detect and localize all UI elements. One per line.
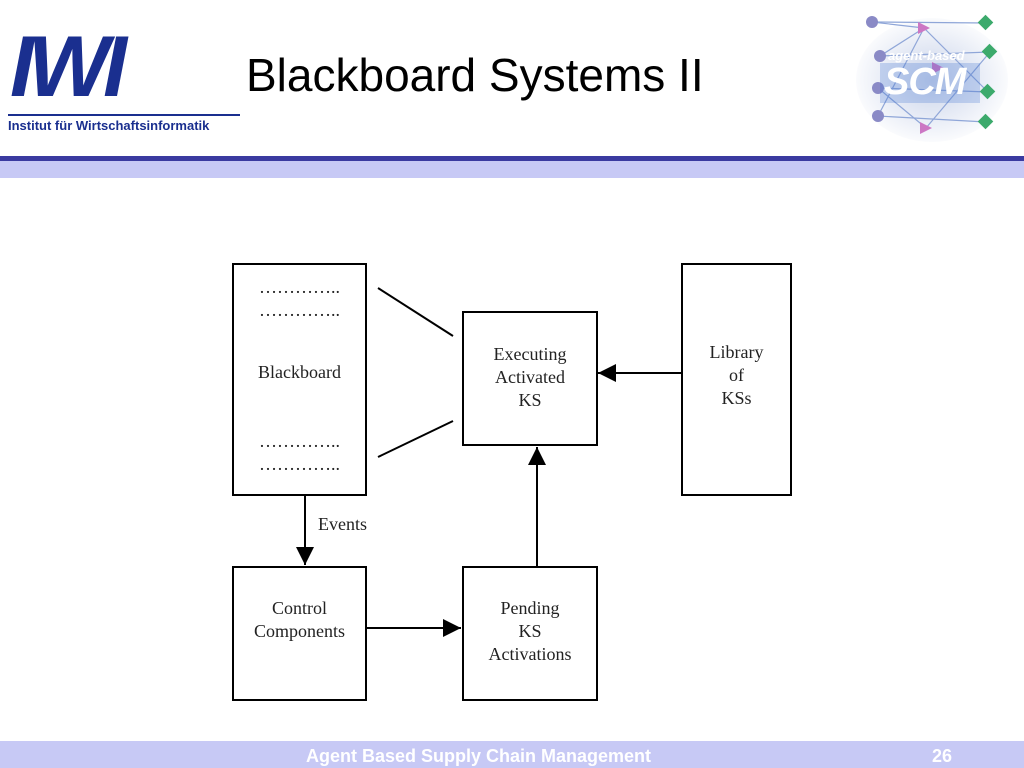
logo-underline — [8, 114, 240, 116]
events-label: Events — [318, 514, 367, 534]
pending-label-1: Pending — [500, 598, 560, 618]
library-label-2: of — [729, 365, 744, 385]
connector-line-top — [377, 287, 454, 337]
blackboard-box — [232, 263, 367, 496]
header-band — [0, 161, 1024, 178]
iwi-logo: IWI Institut für Wirtschaftsinformatik — [8, 24, 244, 136]
pending-box — [462, 566, 598, 701]
executing-label-2: Activated — [495, 367, 565, 387]
blackboard-dots-3: ………….. — [259, 431, 340, 451]
scm-logo-tag: agent-based — [888, 48, 965, 63]
footer-bar: Agent Based Supply Chain Management 26 — [0, 741, 1024, 768]
library-label-3: KSs — [721, 388, 752, 408]
library-label-1: Library — [709, 342, 764, 362]
footer-title: Agent Based Supply Chain Management — [306, 746, 652, 766]
executing-box — [462, 311, 598, 446]
scm-logo-text: SCM — [884, 61, 966, 103]
connector-line-bottom — [377, 420, 454, 458]
scm-logo-graphic — [856, 14, 1008, 142]
library-box — [681, 263, 792, 496]
institute-name: Institut für Wirtschaftsinformatik — [8, 118, 210, 133]
header-rule — [0, 156, 1024, 161]
control-label-1: Control — [271, 598, 327, 618]
blackboard-dots-2: ………….. — [259, 300, 340, 320]
executing-label-1: Executing — [493, 344, 567, 364]
pending-label-2: KS — [518, 621, 542, 641]
blackboard-label: Blackboard — [258, 362, 341, 382]
iwi-logo-text: IWI — [10, 19, 127, 115]
slide-title: Blackboard Systems II — [246, 49, 704, 101]
page-number: 26 — [932, 746, 953, 766]
executing-label-3: KS — [518, 390, 542, 410]
blackboard-dots-4: ………….. — [259, 454, 340, 474]
pending-label-3: Activations — [488, 644, 572, 664]
control-label-2: Components — [253, 621, 345, 641]
control-box — [232, 566, 367, 701]
scm-logo: agent-based SCM — [850, 10, 1010, 145]
blackboard-dots-1: ………….. — [259, 277, 340, 297]
